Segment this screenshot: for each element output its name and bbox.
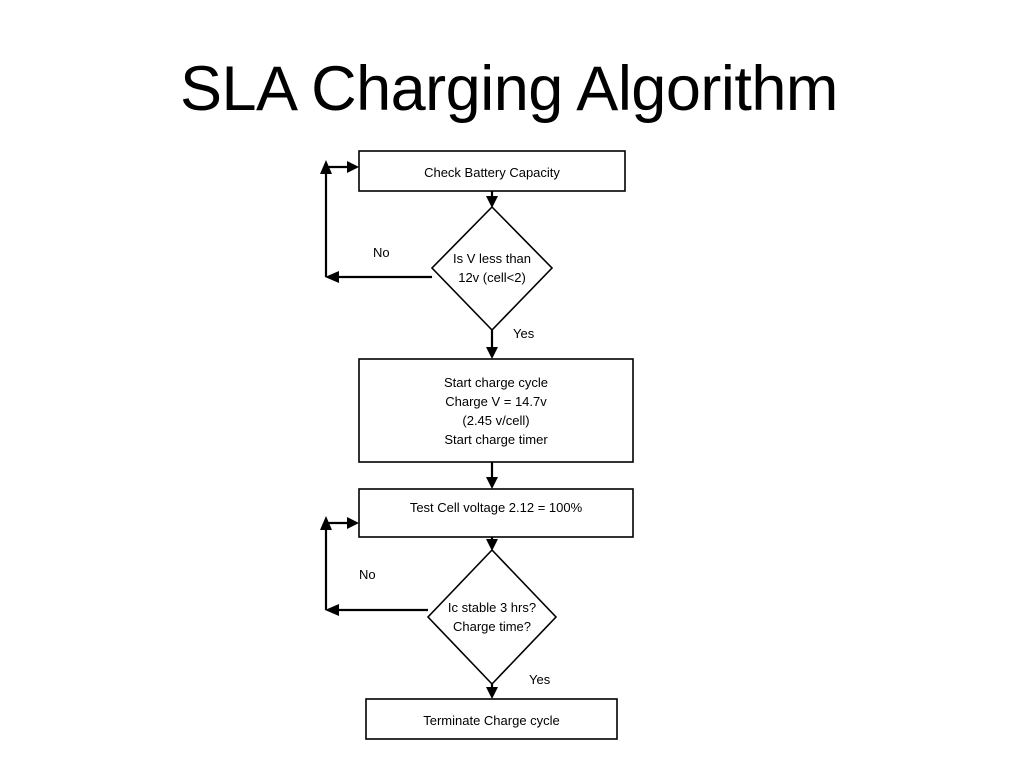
node-terminate-charge-cycle [365, 698, 618, 740]
connector-decision2-no-feedback [320, 516, 428, 616]
node-start-charge-cycle [358, 358, 634, 463]
edge-label-decision1-yes: Yes [513, 326, 535, 341]
connector-test-cell-to-decision2 [486, 537, 498, 551]
page-title: SLA Charging Algorithm [180, 54, 838, 124]
connector-check-to-decision1 [486, 191, 498, 208]
node-label-check-battery-capacity: Check Battery Capacity [424, 165, 560, 180]
node-label-start-charge-cycle: Start charge cycle Charge V = 14.7v (2.4… [443, 375, 549, 447]
edge-label-decision2-no: No [359, 567, 376, 582]
node-label-is-v-less-than-12v: Is V less than 12v (cell<2) [452, 251, 532, 285]
edge-label-decision2-yes: Yes [529, 672, 551, 687]
connector-decision2-yes-to-terminate [486, 684, 498, 699]
node-label-terminate-charge-cycle: Terminate Charge cycle [423, 713, 560, 728]
node-label-test-cell-voltage: Test Cell voltage 2.12 = 100% [409, 500, 583, 515]
connector-decision1-no-feedback [320, 160, 432, 283]
node-label-ic-stable-3-hrs: Ic stable 3 hrs? Charge time? [447, 600, 537, 634]
connector-decision1-yes-to-start-charge [486, 330, 498, 359]
connector-start-charge-to-test-cell [486, 462, 498, 489]
node-test-cell-voltage [358, 488, 634, 538]
edge-label-decision1-no: No [373, 245, 390, 260]
